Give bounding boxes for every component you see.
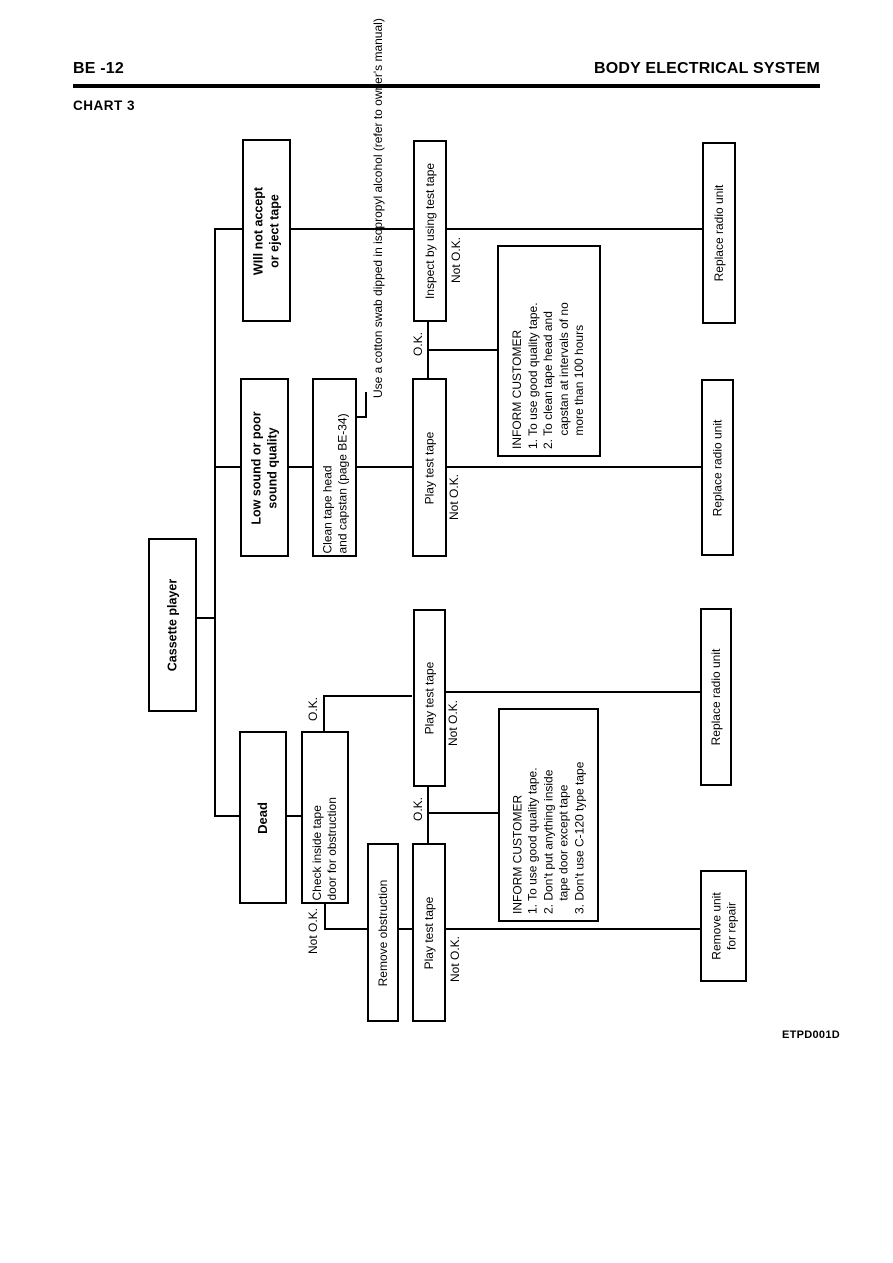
node-replace-radio-mid: Replace radio unit — [701, 379, 734, 556]
node-inspect: Inspect by using test tape — [413, 140, 447, 322]
node-inform-customer-top-label: INFORM CUSTOMER 1. To use good quality t… — [510, 302, 587, 449]
node-remove-obstruction-label: Remove obstruction — [375, 879, 390, 986]
node-low-sound: Low sound or poor sound quality — [240, 378, 289, 557]
bottom-flow-line — [324, 928, 700, 930]
node-replace-radio-mid-label: Replace radio unit — [710, 419, 724, 516]
node-play-test-tape-top: Play test tape — [412, 378, 447, 557]
label-not-ok-check-text: Not O.K. — [305, 908, 320, 955]
label-not-ok-inspect-text: Not O.K. — [448, 237, 463, 284]
note-bracket-horizontal — [353, 416, 367, 418]
branch-line-top — [214, 228, 702, 230]
node-inform-customer-bottom-label: INFORM CUSTOMER 1. To use good quality t… — [509, 761, 586, 914]
doc-code: ETPD001D — [781, 1029, 840, 1041]
node-clean-tape-head: Clean tape head and capstan (page BE-34) — [312, 378, 357, 557]
label-ok-play-mid-text: O.K. — [410, 797, 425, 822]
label-not-ok-play-top: Not O.K. — [444, 469, 464, 525]
note-bracket-vertical — [365, 392, 367, 418]
label-not-ok-play-mid: Not O.K. — [444, 695, 462, 751]
check-ok-drop — [323, 695, 325, 731]
ok-to-inform-bottom — [427, 812, 498, 814]
check-notok-drop — [324, 900, 326, 929]
node-play-test-tape-bottom: Play test tape — [412, 843, 446, 1022]
node-clean-tape-head-label: Clean tape head and capstan (page BE-34) — [319, 412, 349, 553]
node-will-not-accept-label: WIll not accept or eject tape — [250, 186, 281, 275]
node-replace-radio-top: Replace radio unit — [702, 142, 736, 324]
node-replace-radio-bottom-label: Replace radio unit — [708, 648, 723, 746]
root-connector — [193, 617, 214, 619]
node-check-inside: Check inside tape door for obstruction — [301, 731, 349, 904]
swab-note: Use a cotton swab dipped in isopropyl al… — [352, 18, 406, 418]
node-replace-radio-top-label: Replace radio unit — [711, 184, 726, 282]
node-play-test-tape-top-label: Play test tape — [422, 431, 436, 504]
node-inspect-label: Inspect by using test tape — [422, 162, 437, 300]
chart-label: CHART 3 — [73, 98, 136, 113]
label-not-ok-play-bottom: Not O.K. — [445, 931, 465, 987]
label-ok-play-mid: O.K. — [409, 792, 427, 826]
node-remove-unit-label: Remove unit for repair — [708, 892, 738, 960]
label-ok-inspect: O.K. — [409, 327, 427, 361]
branch-line-mid — [214, 466, 701, 468]
page-code: BE -12 — [73, 60, 124, 77]
node-cassette-player-label: Cassette player — [164, 578, 179, 672]
label-not-ok-inspect: Not O.K. — [446, 232, 466, 288]
label-not-ok-check: Not O.K. — [303, 903, 323, 959]
node-play-test-tape-mid-label: Play test tape — [422, 661, 436, 735]
check-ok-line — [323, 695, 412, 697]
node-play-test-tape-bottom-label: Play test tape — [421, 896, 436, 969]
node-remove-obstruction: Remove obstruction — [367, 843, 399, 1022]
trunk-line — [214, 228, 216, 817]
node-replace-radio-bottom: Replace radio unit — [700, 608, 732, 786]
ok-merge-line-top — [427, 318, 429, 378]
ok-to-inform-top — [427, 349, 497, 351]
node-check-inside-label: Check inside tape door for obstruction — [310, 796, 339, 900]
label-ok-check-text: O.K. — [305, 697, 320, 722]
label-ok-inspect-text: O.K. — [410, 332, 425, 357]
node-inform-customer-top: INFORM CUSTOMER 1. To use good quality t… — [497, 245, 601, 457]
label-not-ok-play-top-text: Not O.K. — [446, 474, 461, 521]
label-not-ok-play-mid-text: Not O.K. — [445, 700, 460, 747]
node-inform-customer-bottom: INFORM CUSTOMER 1. To use good quality t… — [498, 708, 599, 922]
node-cassette-player: Cassette player — [148, 538, 197, 712]
label-ok-check: O.K. — [304, 692, 322, 726]
node-remove-unit: Remove unit for repair — [700, 870, 747, 982]
node-low-sound-label: Low sound or poor sound quality — [248, 410, 279, 525]
node-play-test-tape-mid: Play test tape — [413, 609, 446, 787]
node-dead-label: Dead — [254, 801, 270, 834]
play-mid-notok-line — [442, 691, 700, 693]
node-will-not-accept: WIll not accept or eject tape — [242, 139, 291, 322]
swab-note-text: Use a cotton swab dipped in isopropyl al… — [371, 18, 386, 398]
label-not-ok-play-bottom-text: Not O.K. — [447, 936, 462, 983]
section-title: BODY ELECTRICAL SYSTEM — [593, 60, 820, 77]
header-rule — [73, 84, 820, 88]
node-dead: Dead — [239, 731, 287, 904]
